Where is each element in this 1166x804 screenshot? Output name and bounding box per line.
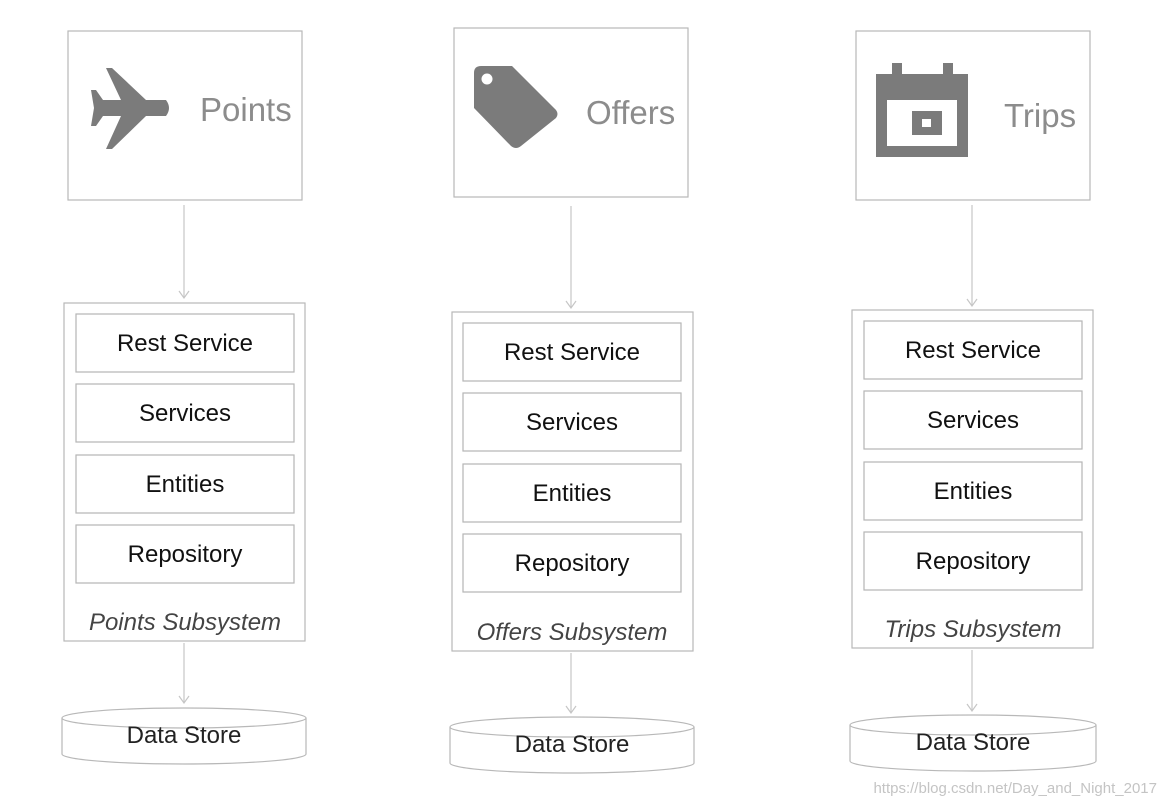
watermark-url: https://blog.csdn.net/Day_and_Night_2017 <box>873 780 1157 797</box>
points-service-title: Points <box>200 91 292 128</box>
points-data-store[interactable] <box>61 707 307 765</box>
offers-layer-rest-service[interactable] <box>462 322 682 382</box>
trips-layer-services-label: Services <box>927 407 1019 434</box>
points-layer-rest-service-label: Rest Service <box>117 330 253 357</box>
offers-layer-repository-label: Repository <box>515 550 630 577</box>
calendar-icon <box>876 63 968 157</box>
trips-arrowhead-bottom <box>966 703 978 713</box>
points-layer-repository[interactable] <box>75 524 295 584</box>
trips-data-store-label: Data Store <box>916 729 1031 756</box>
trips-layer-services[interactable] <box>863 390 1083 450</box>
points-layer-entities-label: Entities <box>146 471 225 498</box>
trips-data-store[interactable] <box>849 714 1097 772</box>
points-layer-entities[interactable] <box>75 454 295 514</box>
column-offers: Offers Rest Service Services Entities Re… <box>449 27 695 774</box>
trips-service-title: Trips <box>1004 97 1076 134</box>
points-layer-repository-label: Repository <box>128 541 243 568</box>
offers-layer-entities[interactable] <box>462 463 682 523</box>
offers-subsystem-label: Offers Subsystem <box>477 619 668 646</box>
offers-data-store-label: Data Store <box>515 731 630 758</box>
points-layer-rest-service[interactable] <box>75 313 295 373</box>
trips-layer-rest-service[interactable] <box>863 320 1083 380</box>
points-arrowhead-bottom <box>178 695 190 705</box>
offers-arrowhead-bottom <box>565 705 577 715</box>
points-layer-services[interactable] <box>75 383 295 443</box>
airplane-icon <box>91 68 169 149</box>
trips-layer-entities-label: Entities <box>934 478 1013 505</box>
offers-layer-services[interactable] <box>462 392 682 452</box>
offers-layer-rest-service-label: Rest Service <box>504 339 640 366</box>
offers-arrowhead-top <box>565 300 577 310</box>
column-points: Points Rest Service Services Entities Re… <box>61 30 307 765</box>
column-trips: Trips Rest Service Services Entities Rep… <box>849 30 1097 772</box>
offers-service-title: Offers <box>586 94 675 131</box>
points-arrowhead-top <box>178 290 190 300</box>
points-layer-services-label: Services <box>139 400 231 427</box>
trips-service-box[interactable] <box>855 30 1091 201</box>
price-tag-icon <box>474 66 558 148</box>
offers-layer-services-label: Services <box>526 409 618 436</box>
offers-layer-entities-label: Entities <box>533 480 612 507</box>
offers-data-store[interactable] <box>449 716 695 774</box>
trips-layer-entities[interactable] <box>863 461 1083 521</box>
trips-layer-repository[interactable] <box>863 531 1083 591</box>
trips-layer-repository-label: Repository <box>916 548 1031 575</box>
trips-subsystem-label: Trips Subsystem <box>885 616 1062 643</box>
trips-arrowhead-top <box>966 298 978 308</box>
points-subsystem-label: Points Subsystem <box>89 609 281 636</box>
points-data-store-label: Data Store <box>127 722 242 749</box>
trips-layer-rest-service-label: Rest Service <box>905 337 1041 364</box>
offers-layer-repository[interactable] <box>462 533 682 593</box>
